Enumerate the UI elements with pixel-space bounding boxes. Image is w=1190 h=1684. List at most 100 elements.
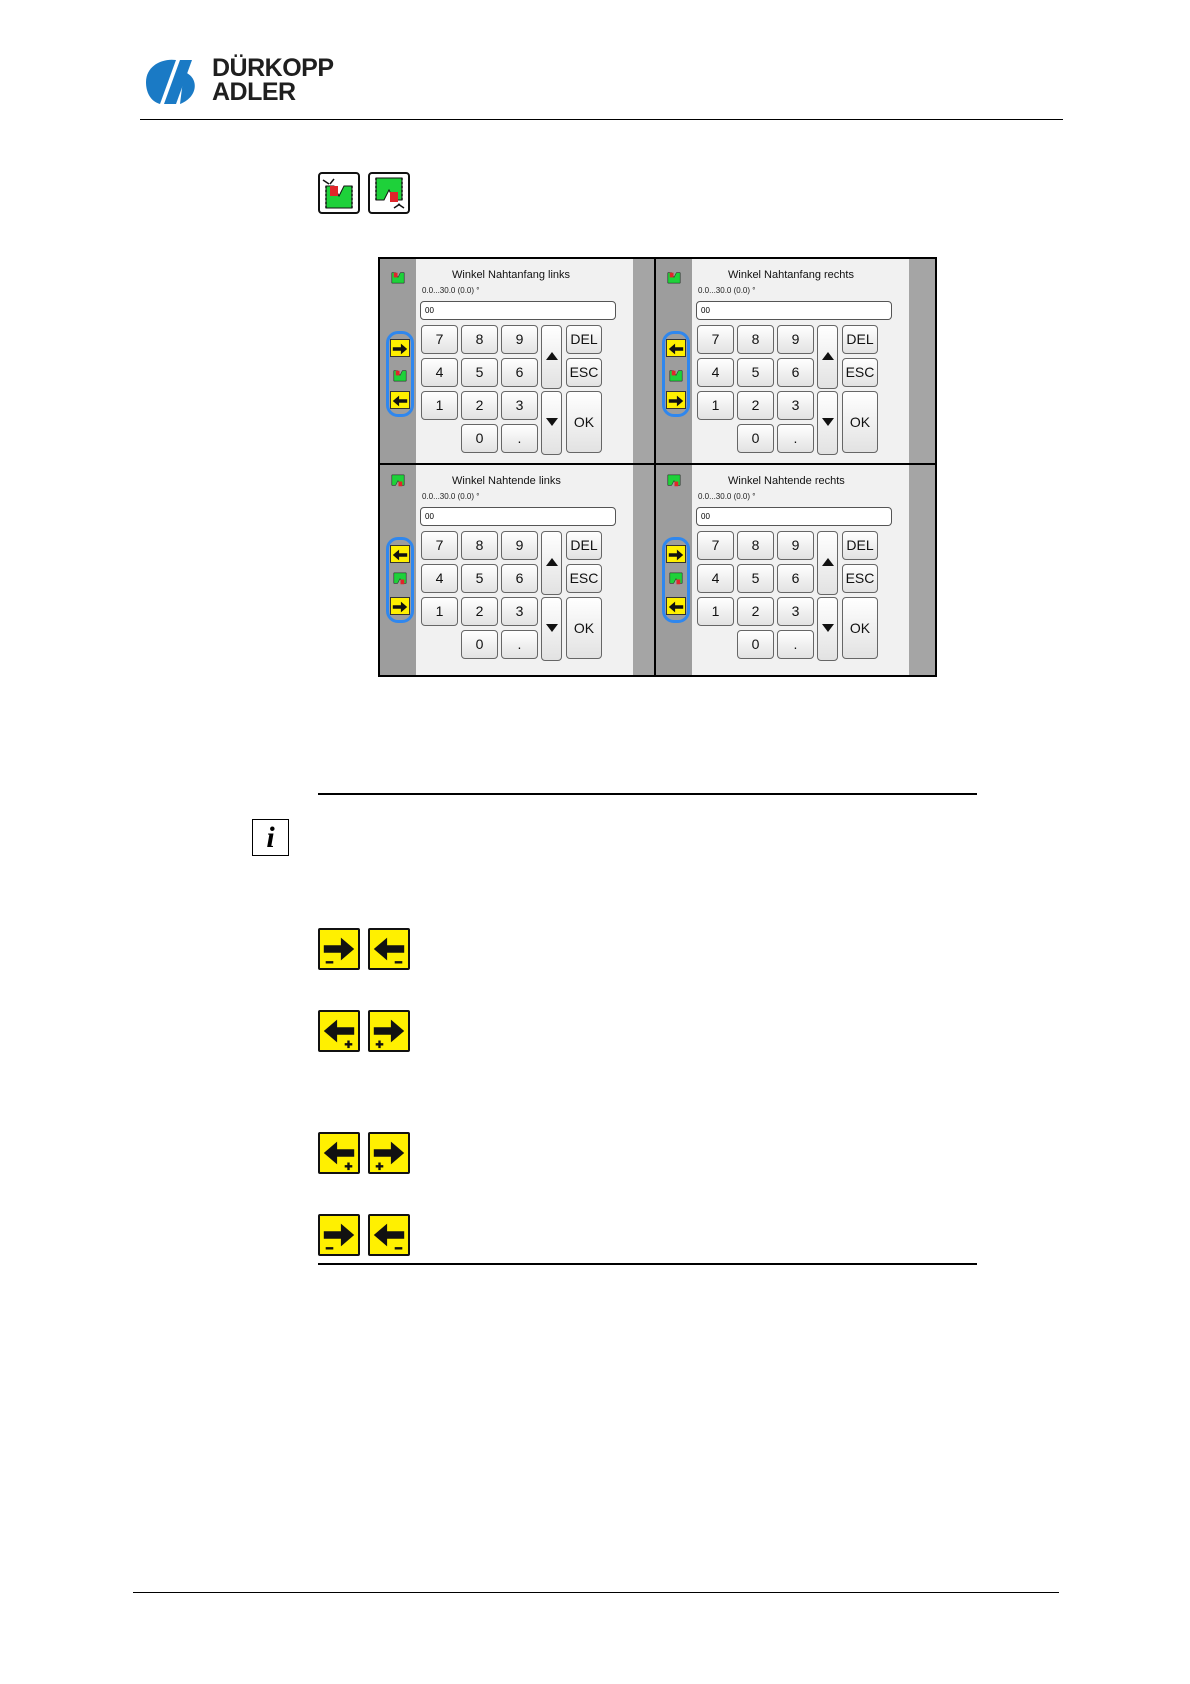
digit-key[interactable]: 7 [697, 325, 734, 354]
arrow-left-plus-icon [318, 1010, 360, 1052]
digit-key[interactable]: 1 [421, 597, 458, 626]
cursor-up-button[interactable] [817, 325, 838, 389]
triangle-up-icon [822, 352, 834, 360]
escape-button[interactable]: ESC [566, 564, 602, 593]
digit-key[interactable]: 6 [501, 564, 538, 593]
digit-key[interactable]: 3 [777, 597, 814, 626]
digit-key[interactable]: 7 [697, 531, 734, 560]
arrow-left-icon[interactable] [666, 597, 686, 615]
digit-key[interactable]: 2 [737, 391, 774, 420]
value-input[interactable]: 00 [420, 507, 616, 526]
arrow-left-minus-icon [368, 1214, 410, 1256]
value-range: 0.0...30.0 (0.0) ° [698, 492, 756, 501]
digit-key[interactable]: 9 [777, 325, 814, 354]
arrow-right-icon[interactable] [390, 339, 410, 357]
digit-key[interactable]: 8 [461, 325, 498, 354]
seam-end-icon [665, 473, 685, 493]
digit-key[interactable]: 1 [697, 391, 734, 420]
digit-key[interactable]: 0 [737, 424, 774, 453]
digit-key[interactable]: 5 [737, 564, 774, 593]
digit-key[interactable]: 3 [777, 391, 814, 420]
value-input[interactable]: 00 [696, 507, 892, 526]
arrow-left-icon[interactable] [390, 545, 410, 563]
digit-key[interactable]: . [501, 424, 538, 453]
cursor-down-button[interactable] [541, 597, 562, 661]
keypad-screen: Winkel Nahtende rechts 0.0...30.0 (0.0) °… [654, 463, 937, 677]
brand-mark-icon [146, 59, 195, 104]
ok-button[interactable]: OK [842, 597, 878, 659]
highlight-ring [386, 331, 414, 417]
digit-key[interactable]: 4 [421, 564, 458, 593]
cursor-down-button[interactable] [817, 391, 838, 455]
escape-button[interactable]: ESC [842, 564, 878, 593]
ok-button[interactable]: OK [842, 391, 878, 453]
cursor-up-button[interactable] [541, 531, 562, 595]
ok-button[interactable]: OK [566, 391, 602, 453]
digit-key[interactable]: 6 [777, 358, 814, 387]
digit-key[interactable]: 5 [461, 564, 498, 593]
digit-key[interactable]: 0 [461, 424, 498, 453]
digit-key[interactable]: . [501, 630, 538, 659]
digit-key[interactable]: 8 [737, 325, 774, 354]
digit-key[interactable]: 3 [501, 597, 538, 626]
digit-key[interactable]: . [777, 630, 814, 659]
triangle-up-icon [822, 558, 834, 566]
value-range: 0.0...30.0 (0.0) ° [422, 492, 480, 501]
brand-line-2: ADLER [212, 78, 296, 106]
delete-button[interactable]: DEL [566, 531, 602, 560]
digit-key[interactable]: 7 [421, 325, 458, 354]
digit-key[interactable]: 7 [421, 531, 458, 560]
digit-key[interactable]: 0 [737, 630, 774, 659]
digit-key[interactable]: 2 [737, 597, 774, 626]
arrow-right-minus-icon [318, 928, 360, 970]
digit-key[interactable]: 8 [461, 531, 498, 560]
digit-key[interactable]: 1 [697, 597, 734, 626]
digit-key[interactable]: 5 [461, 358, 498, 387]
digit-key[interactable]: 4 [697, 564, 734, 593]
digit-key[interactable]: 6 [777, 564, 814, 593]
digit-key[interactable]: 9 [501, 325, 538, 354]
note-top-rule [318, 793, 977, 795]
digit-key[interactable]: 0 [461, 630, 498, 659]
arrow-left-icon[interactable] [666, 339, 686, 357]
brand-name: DÜRKOPP ADLER [212, 56, 334, 106]
escape-button[interactable]: ESC [566, 358, 602, 387]
arrow-right-icon[interactable] [390, 597, 410, 615]
delete-button[interactable]: DEL [842, 325, 878, 354]
digit-key[interactable]: 8 [737, 531, 774, 560]
cursor-up-button[interactable] [817, 531, 838, 595]
digit-key[interactable]: 1 [421, 391, 458, 420]
arrow-right-icon[interactable] [666, 391, 686, 409]
delete-button[interactable]: DEL [566, 325, 602, 354]
screen-scrollbar[interactable] [909, 465, 935, 675]
seam-angle-end-icon [368, 172, 410, 214]
digit-key[interactable]: 2 [461, 597, 498, 626]
digit-key[interactable]: 3 [501, 391, 538, 420]
value-input[interactable]: 00 [696, 301, 892, 320]
digit-key[interactable]: 9 [501, 531, 538, 560]
digit-key[interactable]: 9 [777, 531, 814, 560]
screen-scrollbar[interactable] [909, 259, 935, 469]
digit-key[interactable]: 5 [737, 358, 774, 387]
digit-key[interactable]: 4 [421, 358, 458, 387]
delete-button[interactable]: DEL [842, 531, 878, 560]
digit-key[interactable]: . [777, 424, 814, 453]
arrow-right-icon[interactable] [666, 545, 686, 563]
brand-logo: DÜRKOPP ADLER [140, 52, 360, 112]
cursor-up-button[interactable] [541, 325, 562, 389]
digit-key[interactable]: 2 [461, 391, 498, 420]
digit-key[interactable]: 4 [697, 358, 734, 387]
cursor-down-button[interactable] [817, 597, 838, 661]
arrow-left-icon[interactable] [390, 391, 410, 409]
digit-key[interactable]: 6 [501, 358, 538, 387]
screen-title: Winkel Nahtende rechts [728, 475, 845, 487]
triangle-down-icon [822, 418, 834, 426]
arrow-right-plus-icon [368, 1132, 410, 1174]
cursor-down-button[interactable] [541, 391, 562, 455]
escape-button[interactable]: ESC [842, 358, 878, 387]
value-input[interactable]: 00 [420, 301, 616, 320]
note-bottom-rule [318, 1263, 977, 1265]
triangle-up-icon [546, 558, 558, 566]
ok-button[interactable]: OK [566, 597, 602, 659]
